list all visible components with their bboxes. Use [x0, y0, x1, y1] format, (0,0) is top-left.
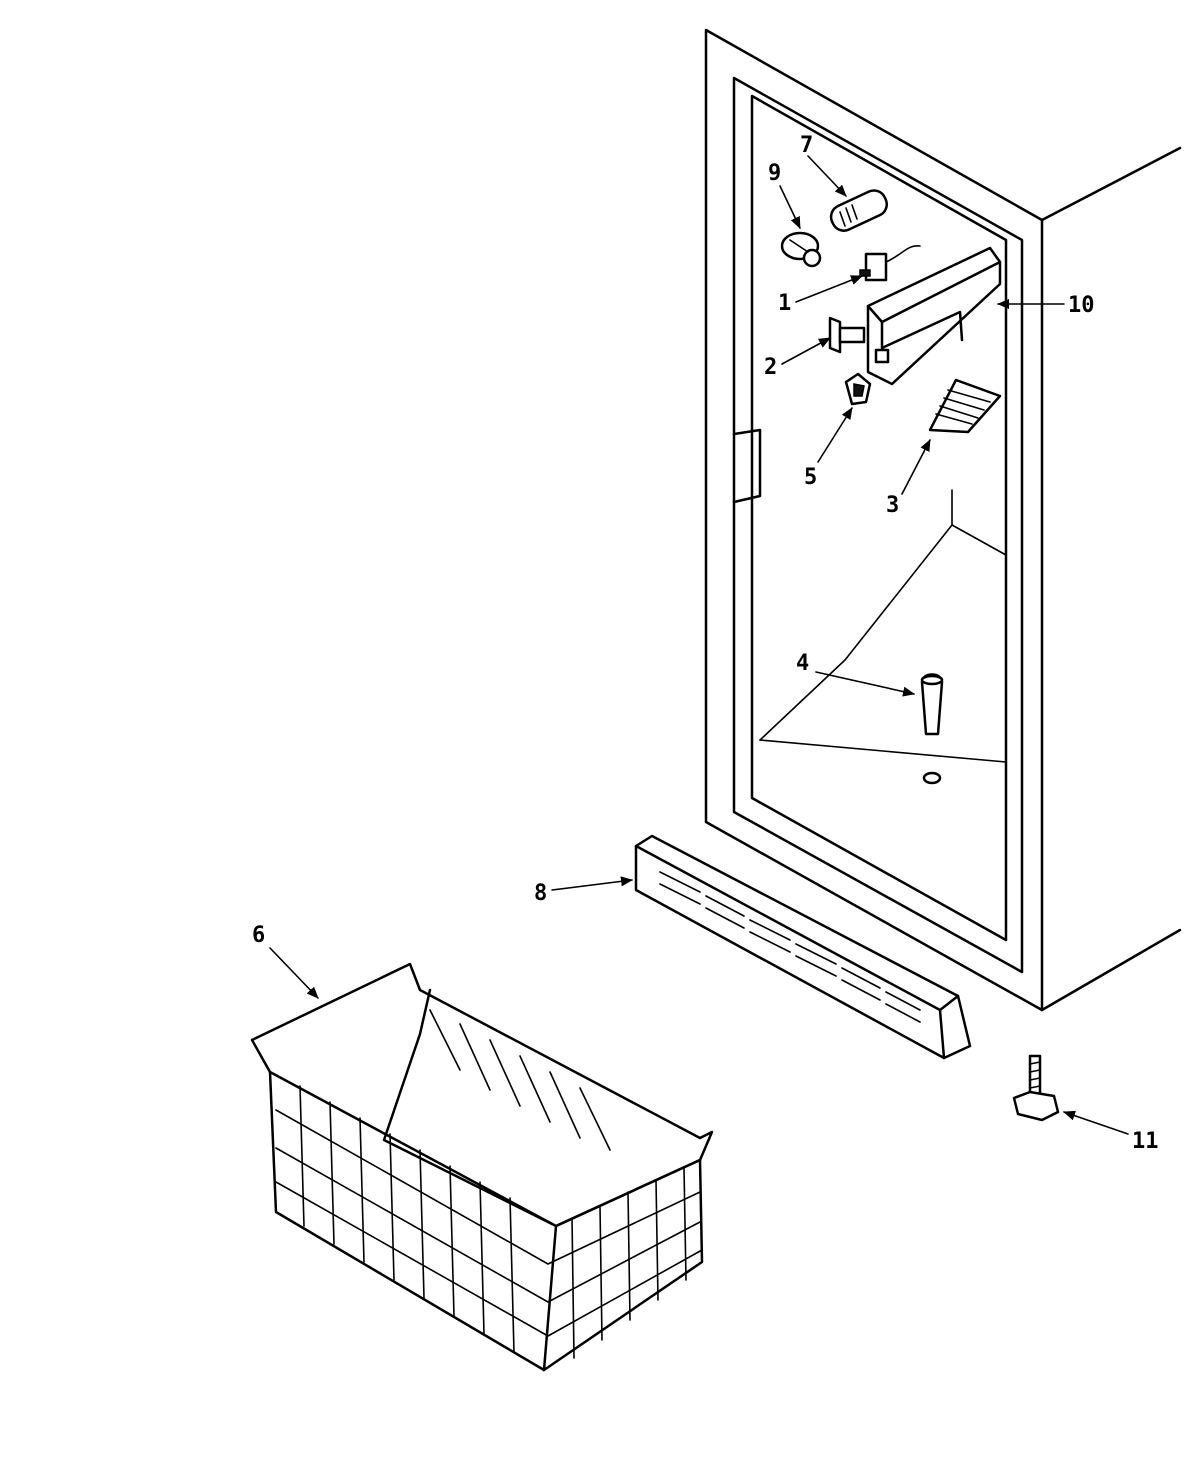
arrow-2 [781, 337, 831, 365]
callout-arrows [269, 155, 1129, 1135]
arrow-3 [901, 439, 931, 495]
callout-11: 11 [1132, 1129, 1159, 1154]
part-9-socket [780, 231, 822, 268]
arrow-1 [795, 275, 863, 303]
callout-8: 8 [534, 881, 547, 906]
part-3-grille-cover [928, 378, 1002, 434]
callout-4: 4 [796, 651, 809, 676]
callout-2: 2 [764, 355, 777, 380]
part-6-wire-basket [250, 962, 714, 1372]
part-10-control-housing [866, 246, 1002, 386]
callout-5: 5 [804, 465, 817, 490]
arrow-7 [807, 155, 847, 197]
callout-10: 10 [1068, 293, 1095, 318]
arrow-6 [269, 947, 319, 999]
part-8-toe-grille [634, 834, 972, 1060]
callout-1: 1 [778, 291, 791, 316]
arrow-5 [817, 407, 853, 463]
callout-6: 6 [252, 923, 265, 948]
part-4-drain-tube [920, 673, 944, 785]
part-5-knob [844, 372, 872, 406]
part-2-bracket [828, 316, 866, 354]
part-11-leveling-leg [1012, 1054, 1060, 1122]
freezer-cabinet [704, 28, 1182, 1012]
arrow-11 [1063, 1110, 1129, 1135]
arrow-8 [551, 876, 633, 891]
arrow-9 [779, 185, 801, 229]
arrow-4 [815, 671, 915, 697]
callout-3: 3 [886, 493, 899, 518]
callout-9: 9 [768, 161, 781, 186]
part-1-switch [859, 245, 921, 282]
callout-labels: 7 9 1 2 5 3 10 4 8 6 11 [252, 133, 1159, 1154]
part-7-bulb [829, 189, 888, 232]
callout-7: 7 [800, 133, 813, 158]
